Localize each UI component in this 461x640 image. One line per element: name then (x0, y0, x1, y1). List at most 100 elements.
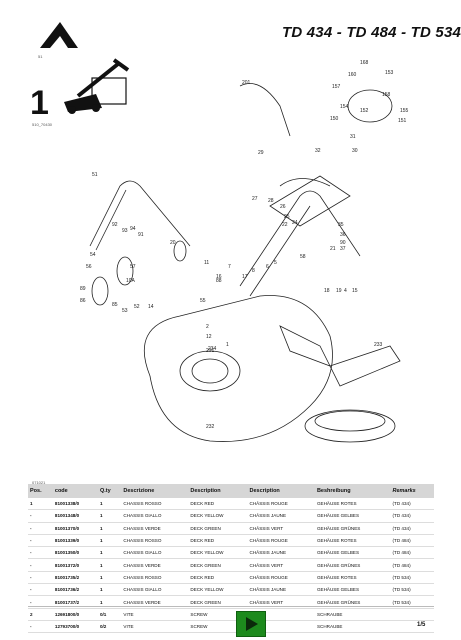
part-callout: 54 (90, 252, 96, 258)
table-header-row: Pos. code Q.ty Descrizione Description D… (28, 484, 434, 498)
part-callout: 90 (340, 240, 346, 246)
table-cell: - (28, 522, 53, 535)
table-cell: DECK YELLOW (188, 509, 248, 523)
part-callout: 20 (170, 240, 176, 246)
table-cell: - (28, 534, 53, 548)
part-callout: 12 (206, 334, 212, 340)
part-callout: 160 (348, 72, 357, 78)
part-callout: 21 (330, 246, 336, 252)
table-cell: DECK RED (188, 498, 248, 511)
table-cell: (TD 434) (390, 509, 434, 523)
table-cell: CHASSIS GIALLO (121, 546, 189, 560)
figure-code: 510_70430 (32, 122, 53, 127)
part-callout: 89 (80, 286, 86, 292)
part-callout: 85 (112, 302, 118, 308)
table-cell: (TD 484) (390, 534, 434, 548)
part-callout: 4 (344, 288, 347, 294)
table-cell: 1 (97, 583, 122, 597)
table-cell: GEHÄUSE GRÜNES (314, 522, 391, 535)
table-cell: CHASSIS ROSSO (121, 498, 189, 511)
part-callout: 231 (206, 348, 215, 354)
table-cell: (TD 434) (390, 498, 434, 511)
part-callout: 6 (266, 264, 269, 270)
table-cell: 81001372/0 (52, 558, 98, 572)
part-callout: 155 (400, 108, 409, 114)
table-cell (390, 608, 434, 621)
part-callout: 31 (350, 134, 356, 140)
table-cell: SCREW (188, 620, 248, 634)
table-cell: 2 (28, 608, 53, 621)
part-callout: 16 (216, 274, 222, 280)
part-callout: 37 (340, 246, 346, 252)
table-cell: CHASSIS VERDE (121, 595, 189, 609)
table-cell: CHÂSSIS JAUNE (247, 583, 315, 597)
table-cell: CHASSIS GIALLO (121, 583, 189, 597)
col-descrizione: Descrizione (123, 488, 155, 494)
part-callout: 17 (242, 274, 248, 280)
table-cell: 0/1 (97, 608, 122, 621)
part-callout: 56 (86, 264, 92, 270)
table-cell: GEHÄUSE ROTES (314, 571, 391, 585)
part-callout: 19 (336, 288, 342, 294)
next-page-button[interactable] (236, 611, 266, 637)
table-cell: 0/2 (97, 620, 122, 634)
table-cell: CHÂSSIS JAUNE (247, 509, 315, 523)
table-cell: DECK RED (188, 571, 248, 585)
col-description-en: Description (190, 488, 221, 494)
part-callout: 154 (340, 104, 349, 110)
table-cell: 1 (97, 509, 122, 523)
table-cell: (TD 534) (390, 595, 434, 609)
table-cell: 1 (97, 546, 122, 560)
page-title: TD 434 - TD 484 - TD 534 (282, 24, 461, 41)
lawnmower-icon (64, 58, 130, 114)
plate-code: 071021 (32, 480, 46, 485)
part-callout: 28 (268, 198, 274, 204)
table-cell: GEHÄUSE ROTES (314, 534, 391, 548)
table-cell: 81001736/2 (52, 583, 98, 597)
part-callout: 88 (216, 278, 222, 284)
part-callout: 94 (130, 226, 136, 232)
table-cell: GEHÄUSE GELBES (314, 583, 391, 597)
logo-code: 51 (38, 54, 43, 59)
part-callout: 168 (360, 60, 369, 66)
table-cell: 1 (28, 498, 53, 511)
table-cell: (TD 534) (390, 571, 434, 585)
part-callout: 233 (374, 342, 383, 348)
footer-divider (28, 606, 434, 607)
table-cell: VITE (121, 608, 189, 621)
table-cell: DECK YELLOW (188, 583, 248, 597)
part-callout: 22 (282, 222, 288, 228)
part-callout: 26 (280, 204, 286, 210)
part-callout: 1 (226, 342, 229, 348)
part-callout: 32 (315, 148, 321, 154)
part-callout: 29 (258, 150, 264, 156)
play-triangle-icon (246, 617, 258, 631)
part-callout: 53 (122, 308, 128, 314)
table-cell: 12793700/0 (52, 620, 98, 634)
table-cell: 1 (97, 595, 122, 609)
table-cell: SCREW (188, 608, 248, 621)
part-callout: 58 (300, 254, 306, 260)
part-callout: 201 (242, 80, 251, 86)
table-cell: - (28, 558, 53, 572)
col-description-fr: Description (249, 488, 280, 494)
part-callout: 15 (352, 288, 358, 294)
table-cell: SCHRAUBE (314, 620, 391, 634)
table-cell: - (28, 595, 53, 609)
table-cell: 1 (97, 522, 122, 535)
part-callout: 52 (134, 304, 140, 310)
table-cell: 81001370/0 (52, 522, 98, 535)
part-callout: 151 (398, 118, 407, 124)
table-cell: CHÂSSIS JAUNE (247, 546, 315, 560)
table-cell: - (28, 571, 53, 585)
table-cell: CHASSIS VERDE (121, 558, 189, 572)
table-cell: (TD 534) (390, 583, 434, 597)
part-callout: 24 (292, 220, 298, 226)
table-cell: GEHÄUSE GELBES (314, 509, 391, 523)
